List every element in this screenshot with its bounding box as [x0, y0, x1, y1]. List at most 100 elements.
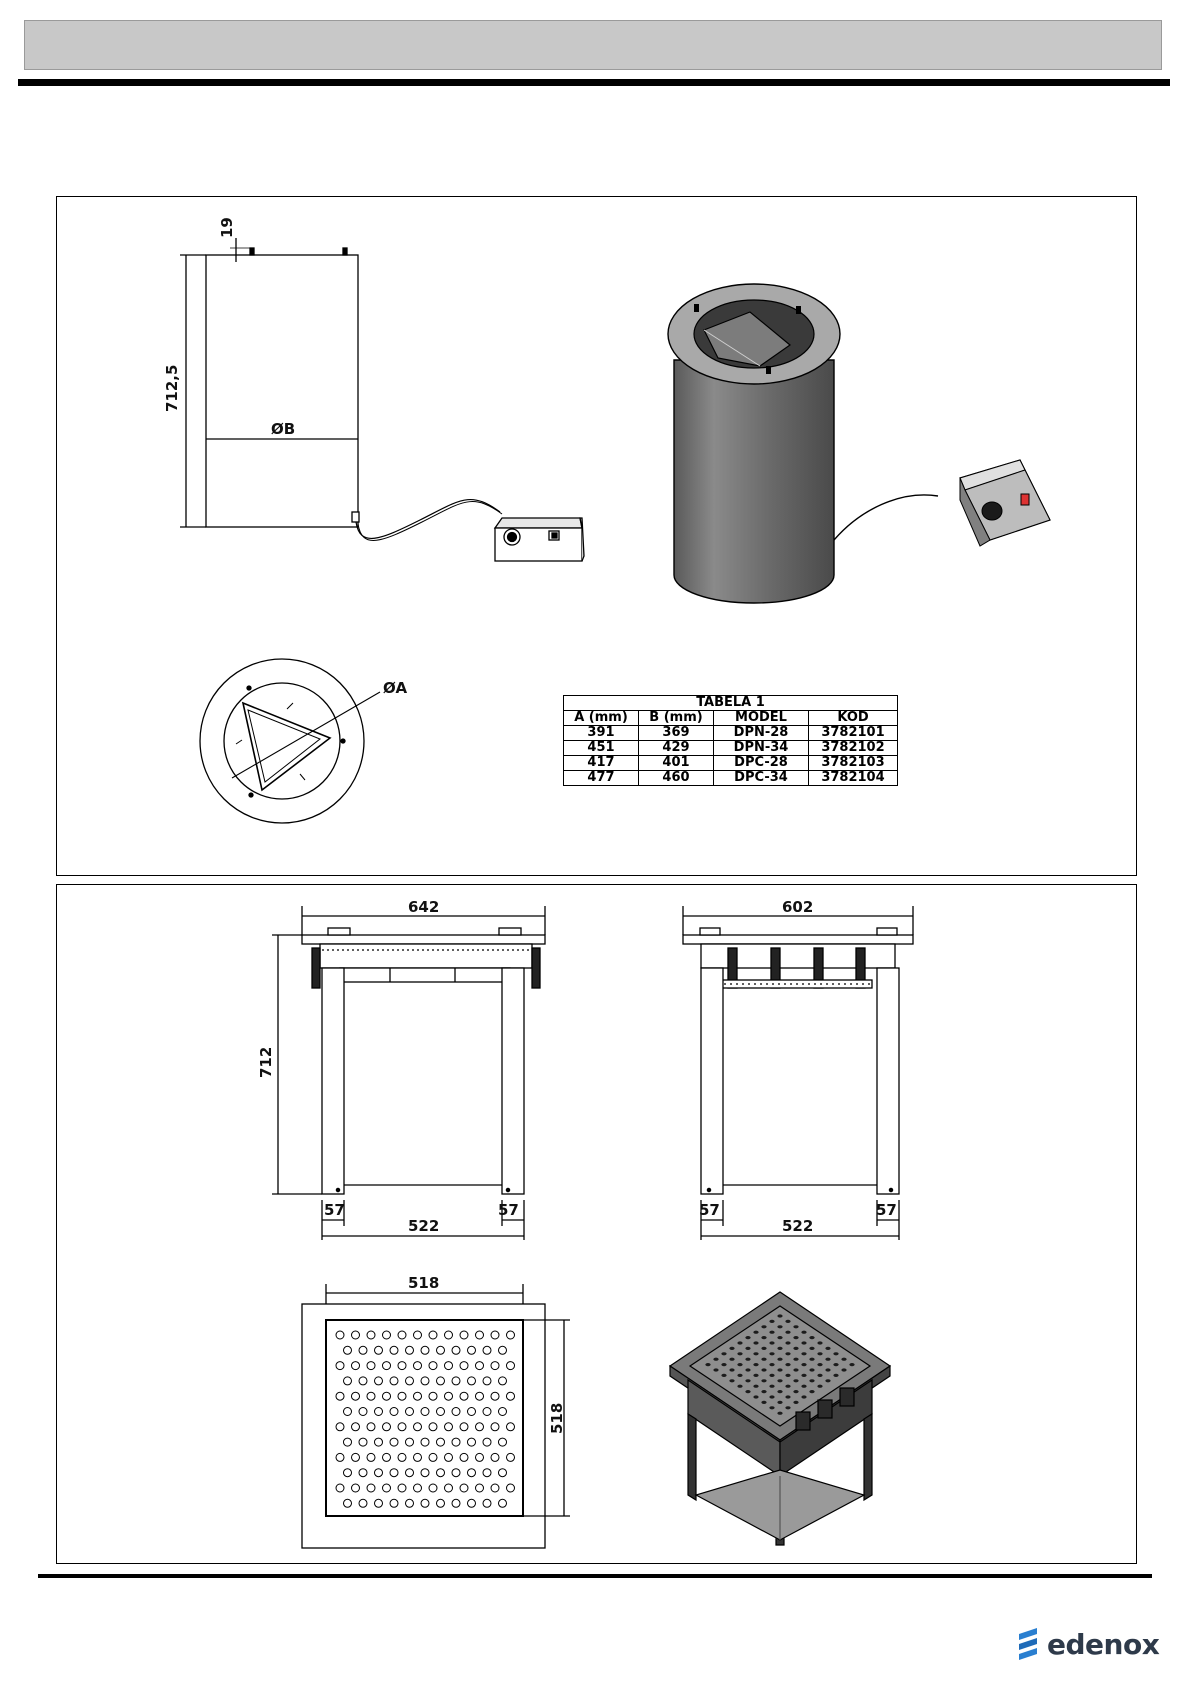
perforation-hole-3d — [801, 1363, 806, 1366]
perforation-hole-3d — [721, 1374, 726, 1377]
perforation-hole-3d — [833, 1352, 838, 1355]
perforation-hole-3d — [769, 1363, 774, 1366]
perforation-hole-3d — [769, 1385, 774, 1388]
perforation-hole-3d — [705, 1363, 710, 1366]
perforation-hole-3d — [769, 1374, 774, 1377]
perforation-hole-3d — [793, 1379, 798, 1382]
perforation-hole-3d — [825, 1368, 830, 1371]
perforation-hole-3d — [761, 1325, 766, 1328]
perforation-hole-3d — [761, 1358, 766, 1361]
perforation-hole-3d — [737, 1352, 742, 1355]
table-row: 391 369 DPN-28 3782101 — [564, 726, 898, 741]
perforation-hole-3d — [849, 1363, 854, 1366]
table-cell: DPC-34 — [714, 771, 809, 786]
perforation-hole-3d — [785, 1406, 790, 1409]
perforation-hole-3d — [785, 1374, 790, 1377]
edenox-logo: edenox — [1015, 1624, 1165, 1668]
table-row: 477 460 DPC-34 3782104 — [564, 771, 898, 786]
perforation-hole-3d — [737, 1374, 742, 1377]
perforation-hole-3d — [769, 1406, 774, 1409]
dim-diameter-b: ØB — [271, 420, 295, 438]
perforation-hole-3d — [777, 1358, 782, 1361]
perforation-hole-3d — [745, 1390, 750, 1393]
perforation-hole-3d — [841, 1358, 846, 1361]
table-1: TABELA 1 A (mm) B (mm) MODEL KOD 391 369… — [563, 695, 898, 786]
perforation-hole-3d — [833, 1374, 838, 1377]
perforation-hole-3d — [721, 1363, 726, 1366]
perforation-hole-3d — [729, 1368, 734, 1371]
dim-diameter-a: ØA — [383, 679, 407, 697]
dim-height-7125: 712,5 — [163, 365, 181, 412]
perforation-hole-3d — [745, 1336, 750, 1339]
perforation-hole-3d — [809, 1336, 814, 1339]
perforation-hole-3d — [729, 1347, 734, 1350]
dim-inner-width-front: 522 — [408, 1217, 439, 1235]
dim-height-712: 712 — [257, 1047, 275, 1078]
perforation-hole-3d — [841, 1368, 846, 1371]
perforation-hole-3d — [753, 1331, 758, 1334]
perforation-hole-3d — [777, 1401, 782, 1404]
perforation-hole-3d — [809, 1368, 814, 1371]
perforation-hole-3d — [825, 1347, 830, 1350]
dim-front-width: 642 — [408, 898, 439, 916]
dim-leg-left-side: 57 — [699, 1201, 720, 1219]
perforation-hole-3d — [793, 1336, 798, 1339]
perforation-hole-3d — [777, 1347, 782, 1350]
perforation-hole-3d — [793, 1325, 798, 1328]
perforation-hole-3d — [793, 1358, 798, 1361]
perforation-hole-3d — [801, 1395, 806, 1398]
perforation-hole-3d — [785, 1395, 790, 1398]
dim-side-width: 602 — [782, 898, 813, 916]
dim-inner-width-side: 522 — [782, 1217, 813, 1235]
perforation-hole-3d — [761, 1401, 766, 1404]
perforation-hole-3d — [777, 1368, 782, 1371]
cylinder-side-view — [180, 238, 584, 561]
perforation-hole-3d — [753, 1395, 758, 1398]
perforation-hole-3d — [729, 1358, 734, 1361]
perforation-hole-3d — [817, 1385, 822, 1388]
table-header: A (mm) — [564, 711, 639, 726]
perforation-hole-3d — [713, 1358, 718, 1361]
perforation-hole-3d — [777, 1379, 782, 1382]
perforation-hole-3d — [753, 1363, 758, 1366]
dim-top-depth: 518 — [548, 1403, 566, 1434]
perforation-hole-3d — [777, 1390, 782, 1393]
perforation-hole-3d — [785, 1385, 790, 1388]
perforation-hole-3d — [745, 1379, 750, 1382]
perforation-hole-3d — [753, 1341, 758, 1344]
perforation-hole-3d — [769, 1352, 774, 1355]
perforation-hole-3d — [737, 1385, 742, 1388]
square-front-view — [272, 906, 545, 1240]
perforation-hole-3d — [801, 1341, 806, 1344]
table-cell: DPC-28 — [714, 756, 809, 771]
perforation-hole-3d — [737, 1341, 742, 1344]
table-cell: 401 — [639, 756, 714, 771]
square-3d-view — [670, 1292, 890, 1545]
perforation-hole-3d — [713, 1368, 718, 1371]
perforation-hole-3d — [777, 1314, 782, 1317]
perforation-hole-3d — [793, 1347, 798, 1350]
dim-leg-right-front: 57 — [498, 1201, 519, 1219]
perforation-hole-3d — [777, 1336, 782, 1339]
table-cell: 460 — [639, 771, 714, 786]
perforation-hole-3d — [737, 1363, 742, 1366]
table-header: B (mm) — [639, 711, 714, 726]
square-side-view — [683, 906, 913, 1240]
perforation-hole-3d — [785, 1341, 790, 1344]
perforation-hole-3d — [793, 1368, 798, 1371]
dim-top-19: 19 — [218, 217, 236, 238]
table-row: 417 401 DPC-28 3782103 — [564, 756, 898, 771]
perforation-hole-3d — [777, 1325, 782, 1328]
table-header: KOD — [809, 711, 898, 726]
footer-rule — [38, 1574, 1152, 1578]
table-title: TABELA 1 — [564, 696, 898, 711]
table-cell: 3782101 — [809, 726, 898, 741]
perforation-hole-3d — [785, 1363, 790, 1366]
perforation-hole-3d — [801, 1374, 806, 1377]
table-row: 451 429 DPN-34 3782102 — [564, 741, 898, 756]
perforation-hole-3d — [785, 1352, 790, 1355]
table-header: MODEL — [714, 711, 809, 726]
perforation-hole-3d — [809, 1379, 814, 1382]
perforation-hole-3d — [761, 1336, 766, 1339]
